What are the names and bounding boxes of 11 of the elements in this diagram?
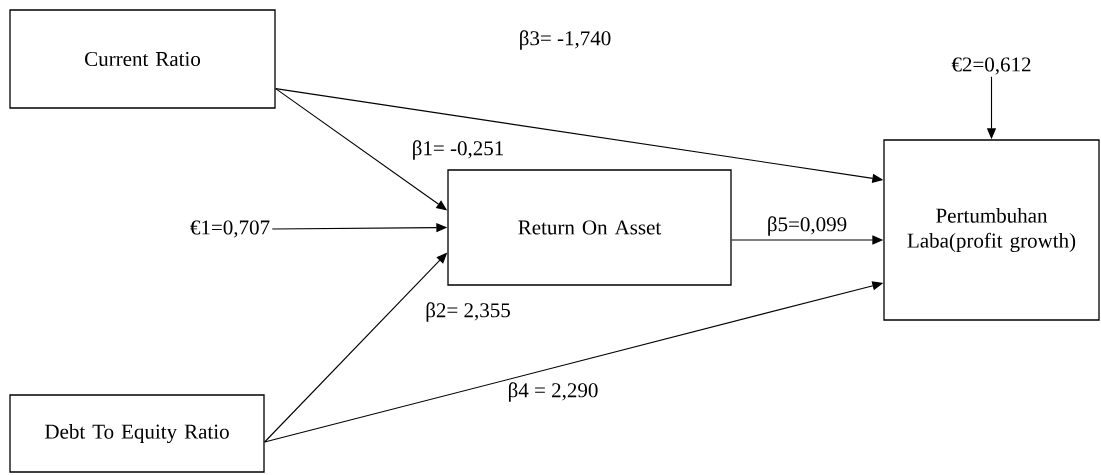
edge-label: β3= -1,740 (517, 29, 613, 51)
variable-box: Current Ratio (9, 9, 276, 109)
error-term: €2=0,612 (951, 57, 1031, 75)
error-term: €1=0,707 (190, 220, 270, 238)
edge-label: β4 = 2,290 (506, 381, 600, 403)
variable-box: Pertumbuhan Laba(profit growth) (883, 139, 1100, 321)
edge-label: β1= -0,251 (410, 139, 506, 161)
edge-label: β2= 2,355 (424, 301, 512, 323)
variable-box: Return On Asset (447, 169, 732, 286)
edge-label: β5=0,099 (765, 215, 849, 237)
variable-box: Debt To Equity Ratio (9, 394, 265, 473)
